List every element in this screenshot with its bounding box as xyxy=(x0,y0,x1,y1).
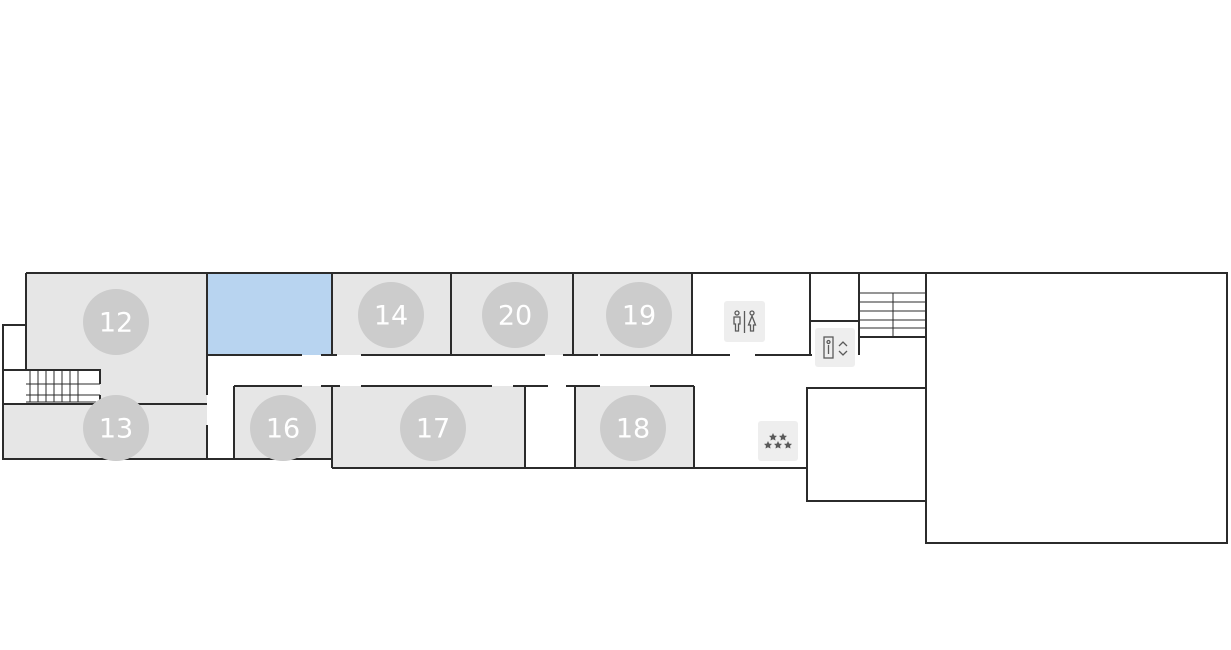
room-badge-circle xyxy=(600,395,666,461)
room-number-label: 18 xyxy=(616,414,650,445)
room-badge-12[interactable]: 12 xyxy=(83,289,149,355)
room-number-label: 20 xyxy=(498,301,532,332)
room-badge-circle xyxy=(83,289,149,355)
walls xyxy=(2,272,1228,544)
room-badges: 12 13 14 16 17 18 19 20 xyxy=(83,282,672,461)
room-number-label: 14 xyxy=(374,301,408,332)
room-number-label: 19 xyxy=(622,301,656,332)
room-badge-14[interactable]: 14 xyxy=(358,282,424,348)
room-number-label: 13 xyxy=(99,414,133,445)
room-badge-19[interactable]: 19 xyxy=(606,282,672,348)
room-badge-circle xyxy=(83,395,149,461)
room-badge-17[interactable]: 17 xyxy=(400,395,466,461)
room-badge-circle xyxy=(482,282,548,348)
room-selected-area[interactable] xyxy=(207,273,332,355)
room-badge-18[interactable]: 18 xyxy=(600,395,666,461)
stairs-icon xyxy=(26,292,926,403)
room-badge-circle xyxy=(400,395,466,461)
room-badge-13[interactable]: 13 xyxy=(83,395,149,461)
elevator-icon[interactable] xyxy=(815,328,855,367)
rating-stars-icon[interactable] xyxy=(758,421,798,461)
room-number-label: 16 xyxy=(266,414,300,445)
room-badge-circle xyxy=(358,282,424,348)
room-badge-16[interactable]: 16 xyxy=(250,395,316,461)
room-number-label: 17 xyxy=(416,414,450,445)
room-badge-circle xyxy=(250,395,316,461)
room-badge-20[interactable]: 20 xyxy=(482,282,548,348)
room-badge-circle xyxy=(606,282,672,348)
room-number-label: 12 xyxy=(99,308,133,339)
restroom-icon[interactable] xyxy=(724,301,765,342)
